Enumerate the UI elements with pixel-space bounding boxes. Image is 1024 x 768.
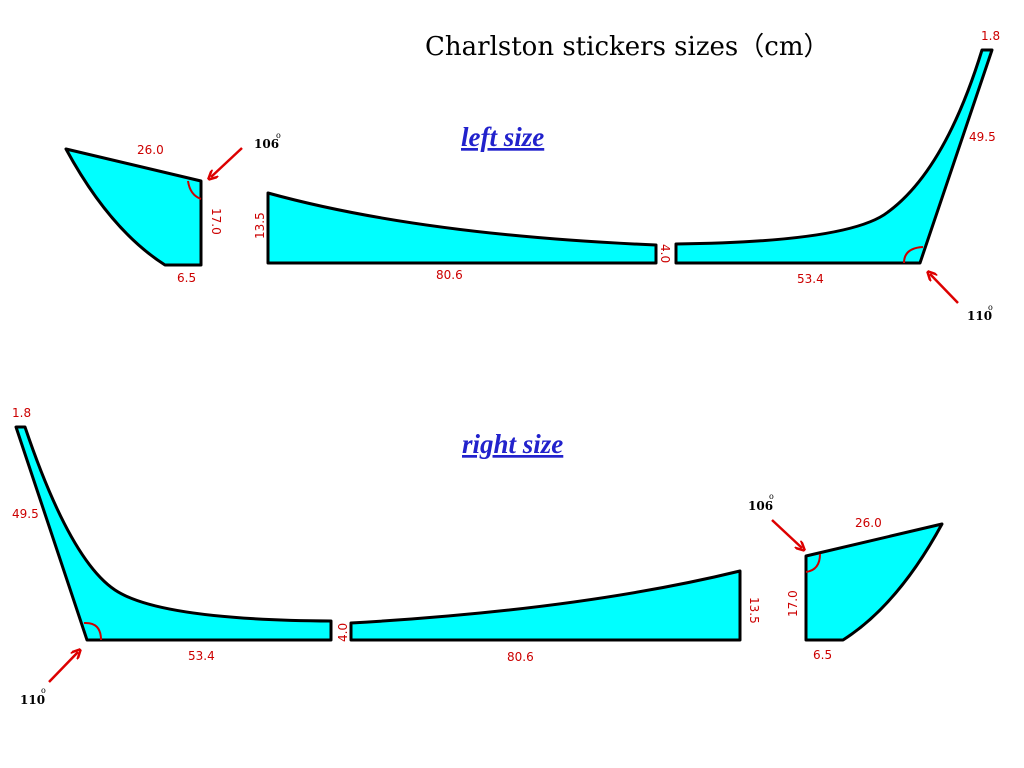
left-middle-piece-shape bbox=[266, 191, 658, 265]
right-middle-right-edge-label: 13.5 bbox=[747, 597, 761, 624]
left-tail-bottom-edge-label: 53.4 bbox=[797, 272, 824, 286]
right-tail-piece: 1.8 49.5 53.4 4.0 110 o bbox=[12, 406, 350, 707]
left-tail-angle-degree: o bbox=[988, 303, 993, 312]
left-tail-piece-shape bbox=[674, 48, 994, 265]
right-tail-bottom-edge-label: 53.4 bbox=[188, 649, 215, 663]
left-tail-slant-edge-label: 49.5 bbox=[969, 130, 996, 144]
left-tail-angle-mark bbox=[903, 246, 924, 264]
right-small-left-edge-label: 17.0 bbox=[786, 590, 800, 617]
right-tail-slant-edge-label: 49.5 bbox=[12, 507, 39, 521]
right-tail-angle-mark bbox=[83, 621, 102, 641]
left-small-angle-label: 106 bbox=[254, 137, 279, 151]
right-small-piece-shape bbox=[804, 522, 944, 642]
left-size-heading: left size bbox=[461, 122, 544, 152]
right-middle-piece: 80.6 13.5 bbox=[349, 569, 761, 664]
right-small-angle-arrow bbox=[771, 519, 802, 548]
left-small-piece-shape bbox=[64, 147, 203, 267]
left-middle-piece: 13.5 80.6 4.0 bbox=[253, 191, 672, 282]
right-size-heading: right size bbox=[462, 429, 563, 459]
left-small-top-edge-label: 26.0 bbox=[137, 143, 164, 157]
left-middle-right-edge-label: 4.0 bbox=[658, 244, 672, 263]
left-middle-bottom-edge-label: 80.6 bbox=[436, 268, 463, 282]
right-tail-angle-degree: o bbox=[41, 686, 46, 695]
right-small-piece: 26.0 17.0 6.5 106 o bbox=[748, 492, 944, 662]
left-tail-angle-label: 110 bbox=[967, 309, 992, 323]
right-small-angle-degree: o bbox=[769, 492, 774, 501]
right-small-angle-mark bbox=[805, 553, 821, 573]
page-title: Charlston stickers sizes（cm） bbox=[425, 32, 830, 62]
right-tail-joint-edge-label: 4.0 bbox=[336, 623, 350, 642]
left-small-piece: 26.0 17.0 6.5 106 o bbox=[64, 131, 281, 285]
left-small-right-edge-label: 17.0 bbox=[209, 208, 223, 235]
right-tail-angle-arrow bbox=[48, 652, 78, 683]
left-small-angle-arrow bbox=[211, 147, 243, 177]
right-tail-piece-shape bbox=[14, 425, 333, 642]
left-middle-left-edge-label: 13.5 bbox=[253, 212, 267, 239]
left-small-bottom-edge-label: 6.5 bbox=[177, 271, 196, 285]
left-tail-tip-width-label: 1.8 bbox=[981, 29, 1000, 43]
left-tail-angle-arrow bbox=[930, 274, 959, 304]
left-small-angle-degree: o bbox=[276, 131, 281, 140]
right-middle-bottom-edge-label: 80.6 bbox=[507, 650, 534, 664]
right-middle-piece-shape bbox=[349, 569, 742, 642]
right-small-bottom-edge-label: 6.5 bbox=[813, 648, 832, 662]
right-tail-angle-label: 110 bbox=[20, 693, 45, 707]
right-small-angle-label: 106 bbox=[748, 499, 773, 513]
left-small-angle-mark bbox=[187, 180, 202, 200]
left-tail-piece: 1.8 49.5 53.4 110 o bbox=[674, 29, 1000, 323]
right-tail-tip-width-label: 1.8 bbox=[12, 406, 31, 420]
right-small-top-edge-label: 26.0 bbox=[855, 516, 882, 530]
